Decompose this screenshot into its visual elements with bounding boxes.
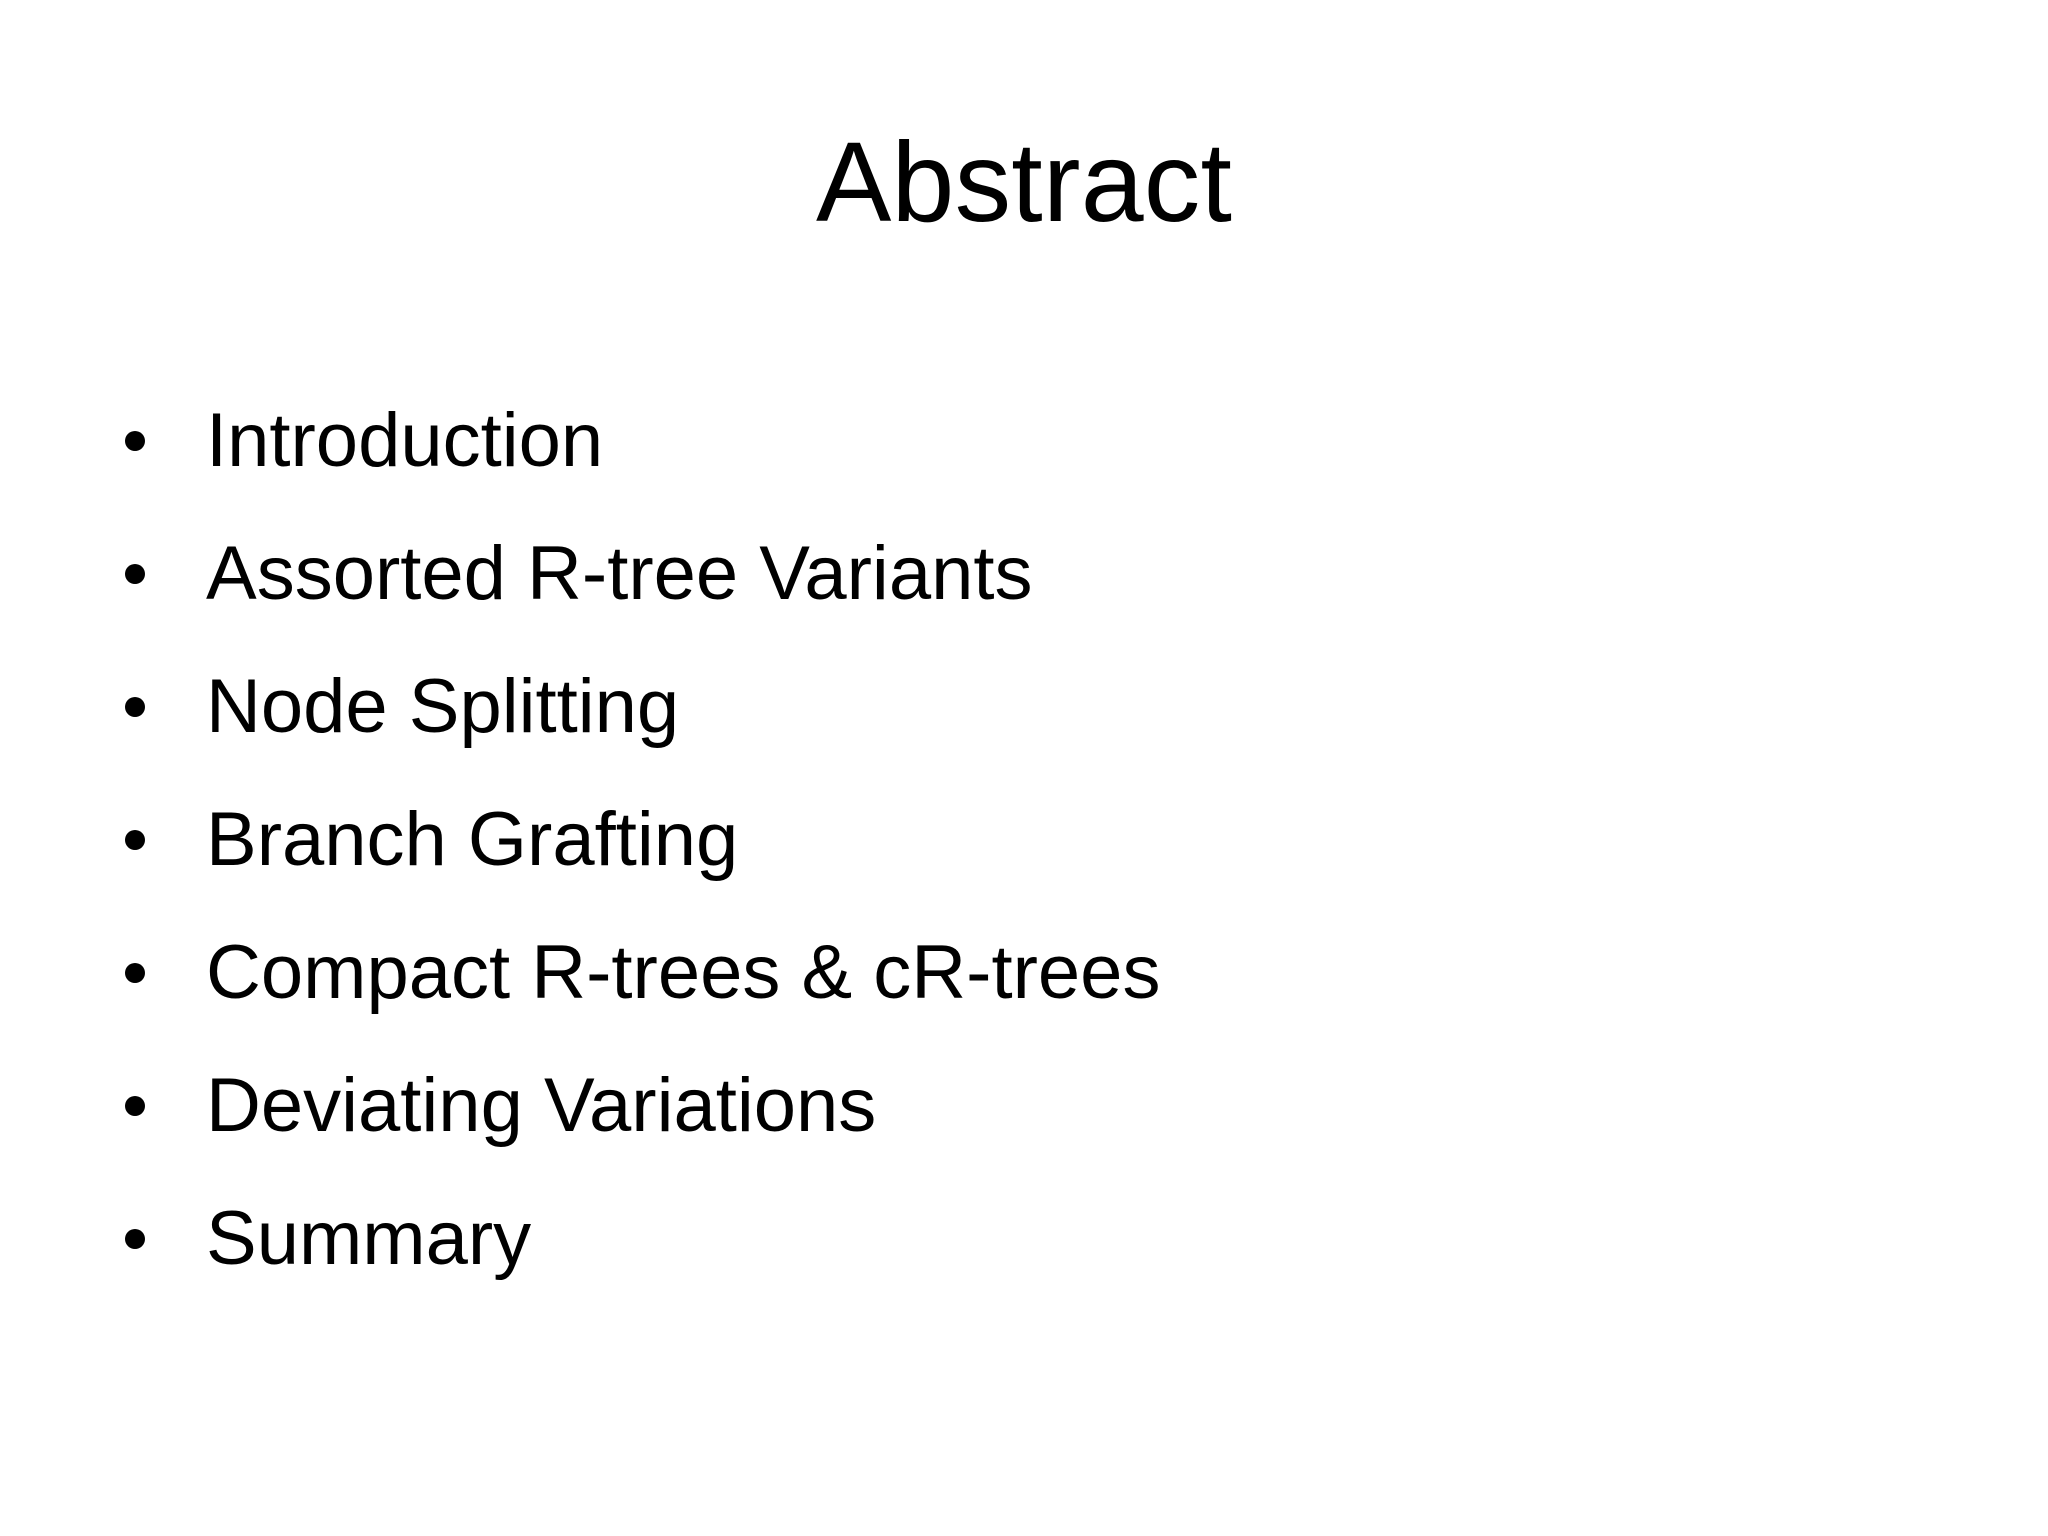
- list-item-label: Assorted R-tree Variants: [206, 531, 1033, 616]
- bullet-dot-icon: [125, 430, 145, 451]
- list-item[interactable]: Compact R-trees & cR-trees: [108, 906, 1958, 1039]
- list-item-label: Compact R-trees & cR-trees: [206, 930, 1161, 1015]
- bullet-list: Introduction Assorted R-tree Variants No…: [108, 374, 1958, 1305]
- list-item-label: Node Splitting: [206, 664, 680, 749]
- list-item-label: Introduction: [206, 398, 604, 483]
- slide-title: Abstract: [815, 119, 1233, 245]
- bullet-dot-icon: [125, 829, 145, 850]
- bullet-dot-icon: [125, 962, 145, 983]
- bullet-dot-icon: [125, 696, 145, 717]
- list-item-label: Deviating Variations: [206, 1063, 877, 1148]
- list-item[interactable]: Deviating Variations: [108, 1039, 1958, 1172]
- bullet-dot-icon: [125, 1095, 145, 1116]
- list-item[interactable]: Assorted R-tree Variants: [108, 507, 1958, 640]
- list-item-label: Summary: [206, 1196, 532, 1281]
- list-item[interactable]: Summary: [108, 1172, 1958, 1305]
- slide-content-body: Introduction Assorted R-tree Variants No…: [108, 374, 1958, 1305]
- list-item[interactable]: Branch Grafting: [108, 773, 1958, 906]
- bullet-dot-icon: [125, 1228, 145, 1249]
- bullet-dot-icon: [125, 563, 145, 584]
- list-item-label: Branch Grafting: [206, 797, 739, 882]
- list-item[interactable]: Introduction: [108, 374, 1958, 507]
- list-item[interactable]: Node Splitting: [108, 640, 1958, 773]
